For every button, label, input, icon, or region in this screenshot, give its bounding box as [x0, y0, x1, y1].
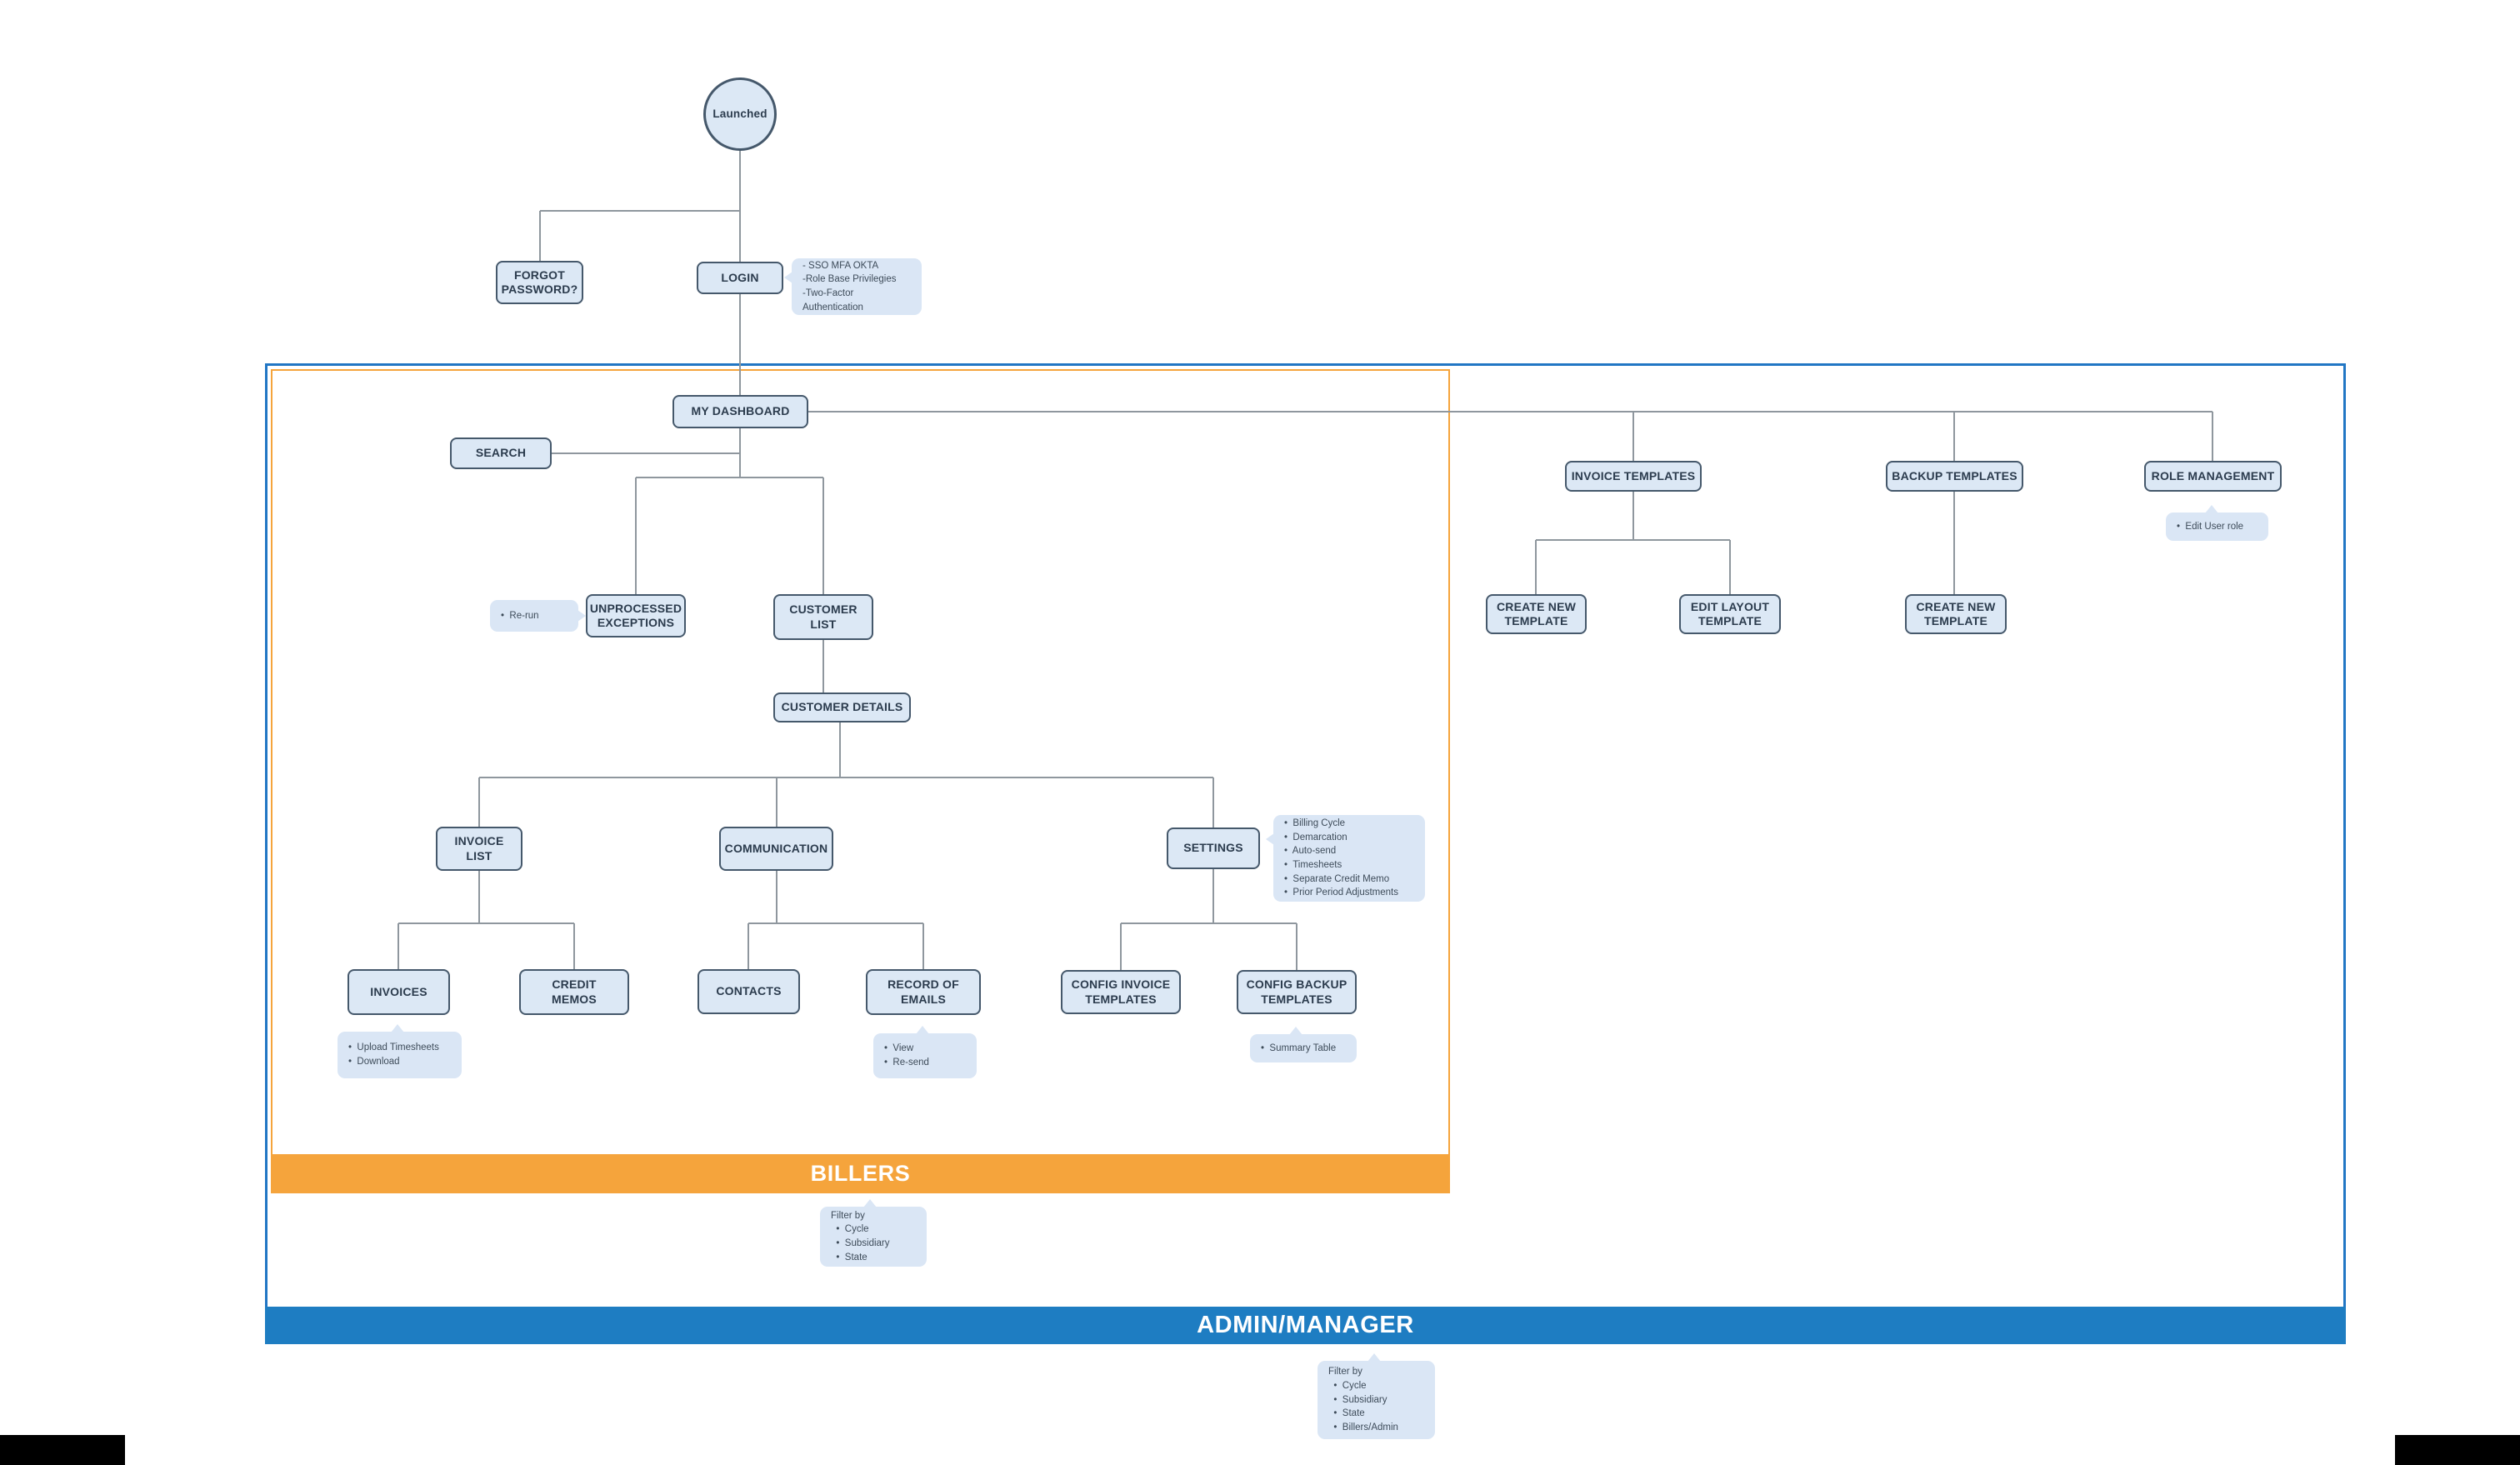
note-summary-table-text: • Summary Table	[1261, 1042, 1337, 1053]
node-config-invoice-templates: CONFIG INVOICE TEMPLATES	[1061, 970, 1181, 1014]
node-invoices: INVOICES	[348, 969, 450, 1015]
note-invoices-actions: • Upload Timesheets • Download	[338, 1024, 462, 1078]
node-edit-layout-template: EDIT LAYOUT TEMPLATE	[1679, 594, 1781, 634]
note-tail-icon	[1289, 1027, 1302, 1035]
note-tail-icon	[1368, 1353, 1381, 1362]
note-settings-options-text: • Billing Cycle • Demarcation • Auto-sen…	[1284, 818, 1398, 898]
admin-manager-band-label: ADMIN/MANAGER	[1197, 1312, 1414, 1338]
note-login-auth: - SSO MFA OKTA -Role Base Privilegies -T…	[784, 258, 922, 315]
node-customer-list: CUSTOMER LIST	[773, 594, 873, 640]
note-billers-filter-text: Filter by • Cycle • Subsidiary • State	[831, 1210, 890, 1262]
note-billers-filter: Filter by • Cycle • Subsidiary • State	[820, 1199, 927, 1267]
billers-band: BILLERS	[271, 1154, 1450, 1193]
node-record-of-emails: RECORD OF EMAILS	[866, 969, 981, 1015]
node-credit-memos: CREDIT MEMOS	[519, 969, 629, 1015]
note-login-auth-text: - SSO MFA OKTA -Role Base Privilegies -T…	[802, 260, 897, 312]
node-backup-templates: BACKUP TEMPLATES	[1886, 461, 2023, 492]
node-contacts: CONTACTS	[698, 969, 800, 1014]
node-role-management: ROLE MANAGEMENT	[2144, 461, 2282, 492]
note-tail-icon	[916, 1026, 929, 1034]
note-tail-icon	[863, 1199, 877, 1208]
note-rerun: • Re-run	[490, 600, 586, 632]
node-launched: Launched	[703, 78, 777, 151]
redaction-block-left	[0, 1435, 125, 1465]
node-unprocessed-exceptions: UNPROCESSED EXCEPTIONS	[586, 594, 686, 638]
note-edit-user-role-text: • Edit User role	[2177, 521, 2244, 532]
note-tail-icon	[391, 1024, 404, 1032]
node-invoice-templates: INVOICE TEMPLATES	[1565, 461, 1702, 492]
node-create-new-template-invoice: CREATE NEW TEMPLATE	[1486, 594, 1587, 634]
node-invoice-list: INVOICE LIST	[436, 827, 522, 871]
note-summary-table: • Summary Table	[1250, 1027, 1357, 1062]
note-invoices-actions-text: • Upload Timesheets • Download	[348, 1042, 439, 1067]
note-emails-actions: • View • Re-send	[873, 1026, 977, 1078]
node-my-dashboard: MY DASHBOARD	[672, 395, 808, 428]
node-settings: SETTINGS	[1167, 828, 1260, 869]
note-tail-icon	[1266, 833, 1274, 845]
node-customer-details: CUSTOMER DETAILS	[773, 692, 911, 722]
node-communication: COMMUNICATION	[719, 827, 833, 871]
note-settings-options: • Billing Cycle • Demarcation • Auto-sen…	[1266, 815, 1425, 902]
note-tail-icon	[578, 610, 586, 622]
note-emails-actions-text: • View • Re-send	[884, 1043, 929, 1068]
billers-band-label: BILLERS	[810, 1161, 911, 1186]
note-edit-user-role: • Edit User role	[2166, 505, 2268, 541]
node-login: LOGIN	[697, 262, 783, 294]
node-create-new-template-backup: CREATE NEW TEMPLATE	[1905, 594, 2007, 634]
note-tail-icon	[2205, 505, 2218, 513]
redaction-block-right	[2395, 1435, 2520, 1465]
note-admin-filter: Filter by • Cycle • Subsidiary • State •…	[1318, 1353, 1435, 1439]
note-admin-filter-text: Filter by • Cycle • Subsidiary • State •…	[1328, 1367, 1398, 1433]
node-search: SEARCH	[450, 438, 552, 469]
node-forgot-password: FORGOT PASSWORD?	[496, 261, 583, 304]
note-tail-icon	[784, 272, 792, 283]
note-rerun-text: • Re-run	[501, 610, 539, 621]
admin-manager-band: ADMIN/MANAGER	[265, 1307, 2346, 1344]
node-config-backup-templates: CONFIG BACKUP TEMPLATES	[1237, 970, 1357, 1014]
